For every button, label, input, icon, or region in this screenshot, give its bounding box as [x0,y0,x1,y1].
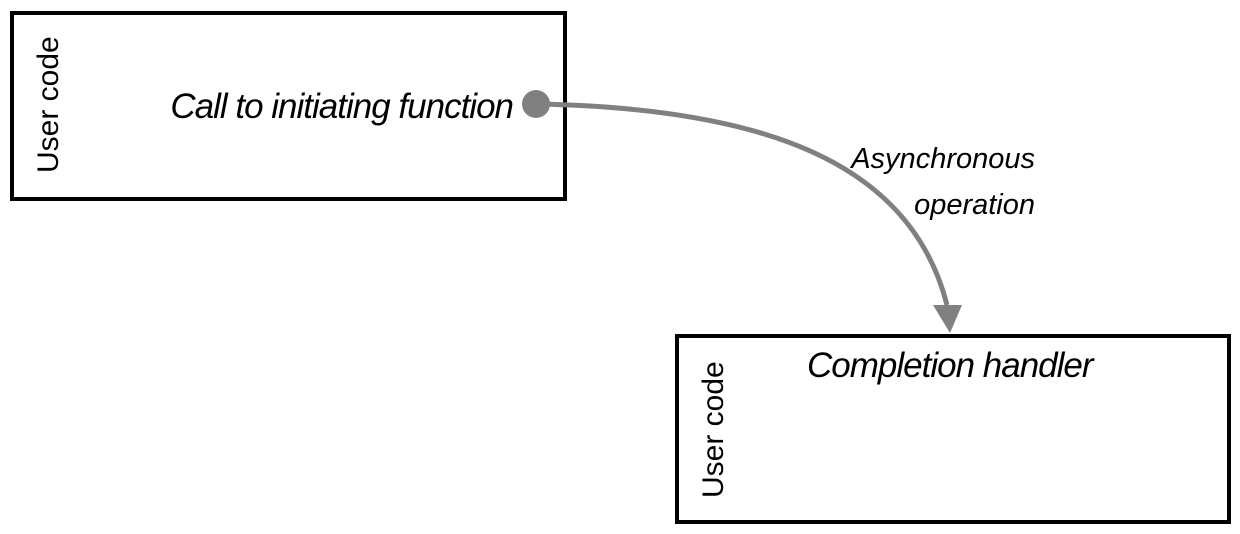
completion-handler-label: Completion handler [807,346,1094,385]
user-code-box-initiating: User code Call to initiating function [10,11,567,201]
edge-label-line-1: Asynchronous [851,143,1035,175]
user-code-box-completion: User code Completion handler [675,334,1231,524]
asynchronous-operation-label: Asynchronous operation [851,136,1035,228]
arrow-head [933,305,962,333]
arrow-curve [535,101,950,306]
initiating-function-label: Call to initiating function [170,87,514,126]
edge-label-line-2: operation [914,189,1035,221]
